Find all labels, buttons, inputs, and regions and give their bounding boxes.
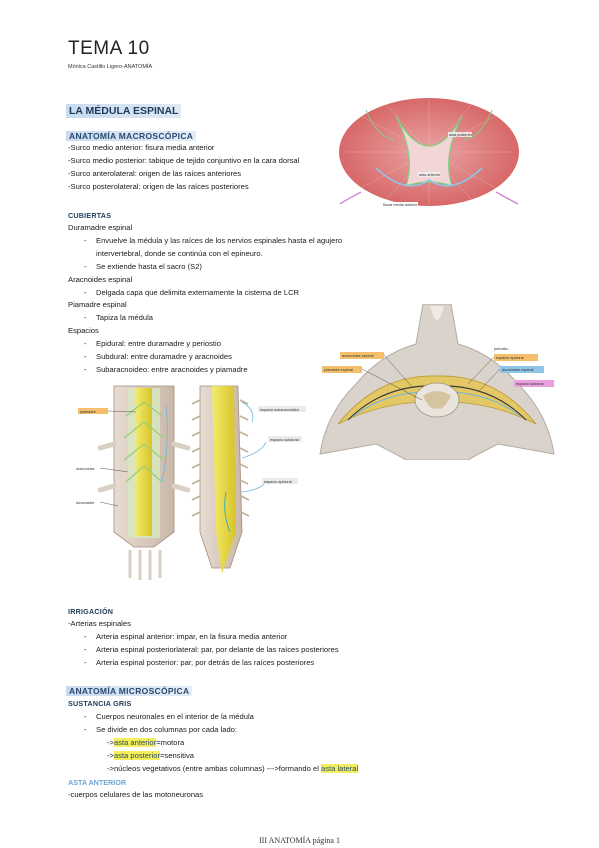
bullet-dash: - (84, 262, 87, 271)
vertebra-meninges-figure: aracnoides espinal piamadre espinal peri… (318, 304, 556, 460)
vertebra-label-duramadre: duramadre espinal (502, 368, 534, 372)
arrow-prefix: -> (107, 738, 114, 747)
page-title: TEMA 10 (68, 38, 150, 59)
duramadre-item-1-cont: intervertebral, donde se continúa con el… (96, 249, 263, 258)
macro-line-3: -Surco anterolateral: origen de las raíc… (68, 169, 242, 178)
arrow-prefix: ->núcleos vegetativos (entre ambas colum… (107, 764, 321, 773)
espacio-item-3: Subaracnoideo: entre aracnoides y piamad… (96, 365, 248, 374)
macro-line-4: -Surco posterolateral: origen de las raí… (68, 182, 249, 191)
bullet-dash: - (84, 236, 87, 245)
espacio-item-2: Subdural: entre duramadre y aracnoides (96, 352, 232, 361)
label-fisura-media: fisura media anterior (383, 203, 418, 207)
arrow-line-nucleos: ->núcleos vegetativos (entre ambas colum… (107, 764, 359, 774)
bullet-dash: - (84, 658, 87, 667)
vertebra-label-subarac: espacio subarac (516, 382, 544, 386)
label-asta-posterior: asta posterior (449, 133, 473, 137)
vertebra-label-periostio: periostio (494, 347, 508, 351)
irrigacion-item-2: Arteria espinal posteriorlateral: par, p… (96, 645, 339, 654)
irrigacion-item-1: Arteria espinal anterior: impar, en la f… (96, 632, 288, 641)
micro-last-line: -cuerpos celulares de las motoneuronas (68, 790, 204, 799)
section-heading-medula: LA MÉDULA ESPINAL (66, 104, 182, 118)
page-footer: III ANATOMÍA página 1 (259, 836, 340, 845)
bullet-dash: - (84, 632, 87, 641)
aracnoides-label: Aracnoides espinal (68, 275, 133, 284)
highlight-asta-lateral: asta lateral (321, 764, 359, 773)
bullet-dash: - (84, 288, 87, 297)
piamadre-item-1: Tapiza la médula (96, 313, 153, 322)
bullet-dash: - (84, 365, 87, 374)
arrow-prefix: -> (107, 751, 114, 760)
heading-asta-anterior: ASTA ANTERIOR (68, 778, 127, 787)
cord-label-subaracnoideo: espacio subaracnoideo (260, 408, 299, 412)
cord-label-aracnoides: aracnoides (76, 467, 95, 471)
espacios-label: Espacios (68, 326, 99, 335)
vertebra-label-epidural: espacio epidural (496, 356, 524, 360)
author-line: Mónica Castillo Ligero-ANATOMÍA (68, 64, 153, 70)
duramadre-label: Duramadre espinal (68, 223, 133, 232)
macro-line-1: -Surco medio anterior: fisura media ante… (68, 143, 215, 152)
bullet-dash: - (84, 712, 87, 721)
arterias-label: -Arterias espinales (68, 619, 131, 628)
arrow-line-asta-posterior: ->asta posterior=sensitiva (107, 751, 194, 761)
espacio-item-1: Epidural: entre duramadre y periostio (96, 339, 221, 348)
heading-sustancia-gris: SUSTANCIA GRIS (68, 699, 132, 708)
label-asta-anterior: asta anterior (419, 173, 441, 177)
macro-line-2: -Surco medio posterior: tabique de tejid… (68, 156, 300, 165)
arrow-line-asta-anterior: ->asta anterior=motora (107, 738, 184, 748)
arrow-suffix: =sensitiva (159, 751, 194, 760)
cord-label-duramadre: duramadre (76, 501, 94, 505)
heading-cubiertas: CUBIERTAS (68, 211, 112, 220)
vertebra-label-aracnoides: aracnoides espinal (342, 354, 374, 358)
duramadre-item-1: Envuelve la médula y las raíces de los n… (96, 236, 343, 245)
heading-irrigacion: IRRIGACIÓN (68, 607, 114, 616)
vertebra-label-piamadre: piamadre espinal (324, 368, 353, 372)
cord-label-subdural: espacio subdural (270, 438, 299, 442)
micro-item-1: Cuerpos neuronales en el interior de la … (96, 712, 254, 721)
duramadre-item-2: Se extiende hasta el sacro (S2) (96, 262, 202, 271)
aracnoides-item-1: Delgada capa que delimita externamente l… (96, 288, 300, 297)
bullet-dash: - (84, 352, 87, 361)
highlight-asta-anterior: asta anterior (113, 738, 157, 747)
irrigacion-item-3: Arteria espinal posterior: par, por detr… (96, 658, 315, 667)
heading-anatomia-microscopica: ANATOMÍA MICROSCÓPICA (66, 686, 193, 696)
heading-anatomia-macroscopica: ANATOMÍA MACROSCÓPICA (66, 131, 197, 141)
bullet-dash: - (84, 725, 87, 734)
cord-label-piamadre: piamadre (80, 410, 96, 414)
piamadre-label: Piamadre espinal (68, 300, 127, 309)
spinal-cord-meninges-figure: piamadre aracnoides duramadre espacio su… (76, 385, 306, 580)
highlight-asta-posterior: asta posterior (113, 751, 160, 760)
arrow-suffix: =motora (156, 738, 185, 747)
micro-item-2: Se divide en dos columnas por cada lado: (96, 725, 237, 734)
cord-label-epidural: espacio epidural (264, 480, 292, 484)
bullet-dash: - (84, 645, 87, 654)
bullet-dash: - (84, 339, 87, 348)
spinal-cord-cross-section-figure: asta posterior asta anterior fisura medi… (339, 98, 519, 208)
bullet-dash: - (84, 313, 87, 322)
